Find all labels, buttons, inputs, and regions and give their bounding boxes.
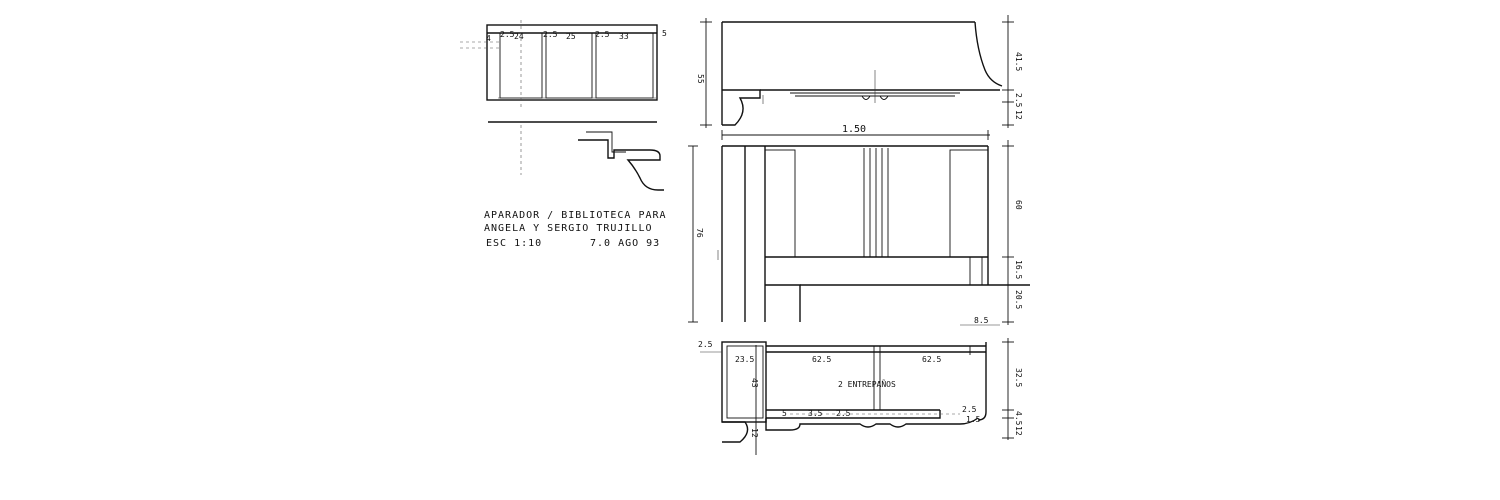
plan-dim-4: 4 [486,34,491,43]
molding-detail [488,121,664,191]
front-dim-16-5: 16.5 [1014,260,1023,279]
section-dim-23-5: 23.5 [735,355,754,364]
plan-dim-2-5-a: 2.5 [500,30,515,39]
plan-dim-2-5-c: 2.5 [595,30,610,39]
title-note: APARADOR / BIBLIOTECA PARA ANGELA Y SERG… [484,210,667,249]
section-dim-12: 12 [750,428,759,438]
section-dim-43: 43 [750,378,759,388]
side-elevation: 55 41.5 2.5 12 1.50 [696,15,1023,140]
plan-dim-24: 24 [514,32,524,41]
front-height-dim: 76 [695,228,704,238]
side-dim-12: 12 [1014,110,1023,120]
side-height-dim: 55 [696,74,705,84]
side-dim-41-5: 41.5 [1014,52,1023,71]
section-width-a: 62.5 [812,355,831,364]
front-dim-8-5: 8.5 [974,316,989,325]
overall-width-dim: 1.50 [842,124,866,135]
plan-dim-33: 33 [619,32,629,41]
plan-dim-2-5-b: 2.5 [543,30,558,39]
small-plan-view: 4 2.5 24 2.5 25 2.5 33 5 [460,20,667,110]
front-dim-20-5: 20.5 [1014,290,1023,309]
note-line2: ANGELA Y SERGIO TRUJILLO [484,223,653,234]
section-dim-2-5: 2.5 [698,340,713,349]
side-dim-2-5: 2.5 [1014,93,1023,108]
note-date: 7.0 AGO 93 [590,238,660,249]
section-bottom-dim-2-5-b: 2.5 [962,405,977,414]
section-right-dim-32-5: 32.5 [1014,368,1023,387]
front-dim-60: 60 [1014,200,1023,210]
section-bottom-dim-2-5: 2.5 [836,409,851,418]
section-bottom-dim-1-5: 1.5 [966,415,981,424]
section-right-dim-4-5: 4.5 [1014,411,1023,426]
section-right-dim-12: 12 [1014,426,1023,436]
shelves-label: 2 ENTREPAÑOS [838,379,896,389]
section-bottom-dim-3-5: 3.5 [808,409,823,418]
section-width-b: 62.5 [922,355,941,364]
note-line1: APARADOR / BIBLIOTECA PARA [484,210,667,221]
plan-dim-5: 5 [662,29,667,38]
bottom-section: 62.5 62.5 2 ENTREPAÑOS 2.5 23.5 43 12 5 … [698,338,1023,455]
front-elevation: 76 60 16.5 20.5 8.5 [688,140,1030,326]
section-bottom-dim-5: 5 [782,409,787,418]
note-scale: ESC 1:10 [486,238,542,249]
plan-dim-25: 25 [566,32,576,41]
